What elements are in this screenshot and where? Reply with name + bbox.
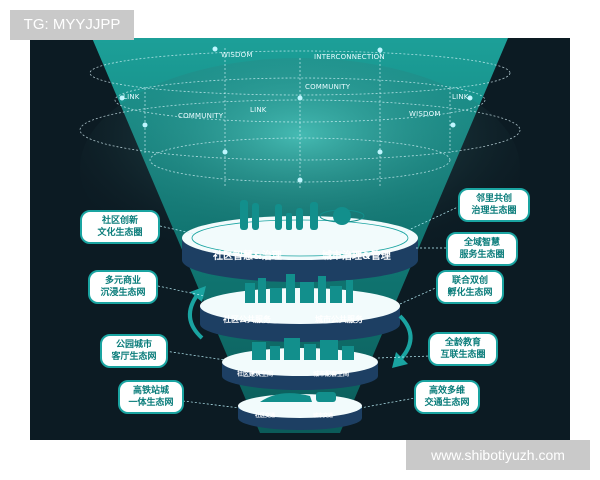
eco-bubble-left-4: 高铁站城 一体生态网 <box>118 380 184 414</box>
label-interconnection: INTERCONNECTION <box>314 53 385 61</box>
eco-bubble-right-4: 全龄教育 互联生态圈 <box>428 332 498 366</box>
tier-1-right-label: 城市治理&管理 <box>322 251 391 262</box>
tier-3-disc <box>222 338 378 390</box>
tier-1-disc <box>182 200 418 282</box>
watermark-top-left: TG: MYYJJPP <box>10 10 134 40</box>
tier-1-left-label: 社区智慧&治理 <box>213 251 282 262</box>
connector-lines <box>157 205 461 409</box>
tier-2-disc <box>200 274 400 342</box>
label-community-left: COMMUNITY <box>178 112 224 120</box>
label-wisdom-right: WISDOM <box>409 110 441 118</box>
tier-4-right-label: 城市交通 <box>313 413 334 419</box>
tier-1-people <box>240 200 318 230</box>
tier-3-right-label: 城市配套空间 <box>313 371 350 378</box>
tier-4-vehicles <box>260 392 336 402</box>
tier-2-left-label: 社区公共服务 <box>223 315 271 324</box>
right-arrow-head <box>392 352 408 368</box>
eco-bubble-right-5: 高效多维 交通生态网 <box>414 380 480 414</box>
eco-bubble-right-1: 邻里共创 治理生态圈 <box>458 188 530 222</box>
label-link-right: LINK <box>452 93 469 101</box>
tier-2-right-label: 城市公共服务 <box>315 315 363 324</box>
label-link-mid: LINK <box>250 106 267 114</box>
tier-4-left-label: 社区交通 <box>255 413 276 419</box>
funnel-diagram <box>79 38 521 433</box>
eco-bubble-left-2: 多元商业 沉浸生态网 <box>88 270 158 304</box>
eco-bubble-right-3: 联合双创 孵化生态网 <box>436 270 504 304</box>
diagram-canvas: WISDOM INTERCONNECTION LINK LINK COMMUNI… <box>30 38 570 440</box>
left-arrow-head <box>190 286 206 302</box>
tier-4-disc <box>238 392 362 430</box>
tier-3-buildings <box>252 338 354 360</box>
tier-3-left-label: 社区建筑空间 <box>237 371 274 378</box>
network-nodes <box>119 46 473 183</box>
watermark-bottom-right: www.shibotiyuzh.com <box>406 440 590 470</box>
label-community-top: COMMUNITY <box>305 83 351 91</box>
tier-2-buildings <box>245 274 353 303</box>
label-link-left: LINK <box>123 93 140 101</box>
label-wisdom-top: WISDOM <box>221 51 253 59</box>
eco-bubble-right-2: 全域智慧 服务生态圈 <box>446 232 518 266</box>
eco-bubble-left-1: 社区创新 文化生态圈 <box>80 210 160 244</box>
eco-bubble-left-3: 公园城市 客厅生态网 <box>100 334 168 368</box>
